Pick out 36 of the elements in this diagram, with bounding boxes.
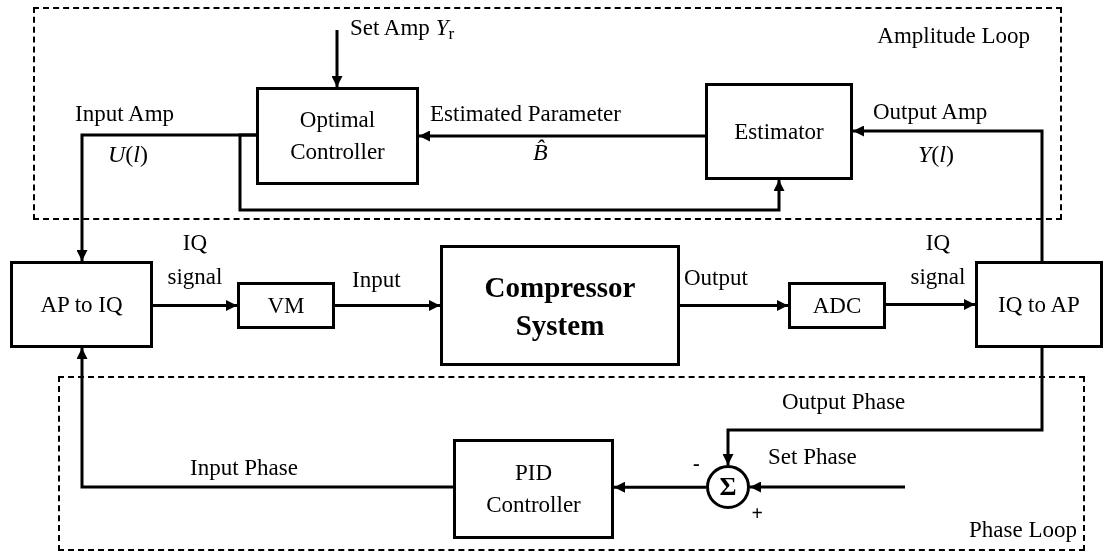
process-block <box>453 439 614 539</box>
process-block <box>975 261 1103 348</box>
signal-arrow <box>886 299 975 310</box>
block-label: Optimal Controller <box>289 106 386 166</box>
block-label: PID Controller <box>486 459 581 519</box>
block-label: Estimator <box>734 117 824 146</box>
block-label: Σ <box>719 474 737 500</box>
signal-arrow <box>853 125 1044 261</box>
block-label: AP to IQ <box>40 290 123 319</box>
signal-arrow <box>419 130 705 142</box>
block-label: Compressor System <box>483 269 637 343</box>
loop-title: Amplitude Loop <box>877 22 1030 50</box>
math-label: Y(l) <box>918 140 955 168</box>
signal-arrow <box>680 300 788 311</box>
signal-arrow <box>153 300 237 311</box>
sign-label: - <box>693 451 700 476</box>
loop-title: Phase Loop <box>969 515 1077 544</box>
math-label: B̂ <box>533 138 548 166</box>
signal-arrow <box>76 348 453 489</box>
block-label: IQ to AP <box>998 290 1080 319</box>
sign-label: + <box>751 501 763 526</box>
signal-arrow <box>238 133 785 212</box>
math-label: U(l) <box>108 140 148 168</box>
signal-arrow <box>331 30 343 87</box>
process-block <box>705 83 853 180</box>
signal-arrow <box>335 300 440 311</box>
signal-arrow <box>722 348 1044 465</box>
signal-arrow <box>614 481 706 493</box>
process-block <box>237 282 335 329</box>
plant-block <box>440 245 680 366</box>
process-block <box>788 282 886 329</box>
signal-arrow <box>750 481 905 493</box>
block-label: VM <box>267 291 305 320</box>
process-block <box>256 87 419 185</box>
block-label: ADC <box>812 291 862 320</box>
process-block <box>10 261 153 348</box>
